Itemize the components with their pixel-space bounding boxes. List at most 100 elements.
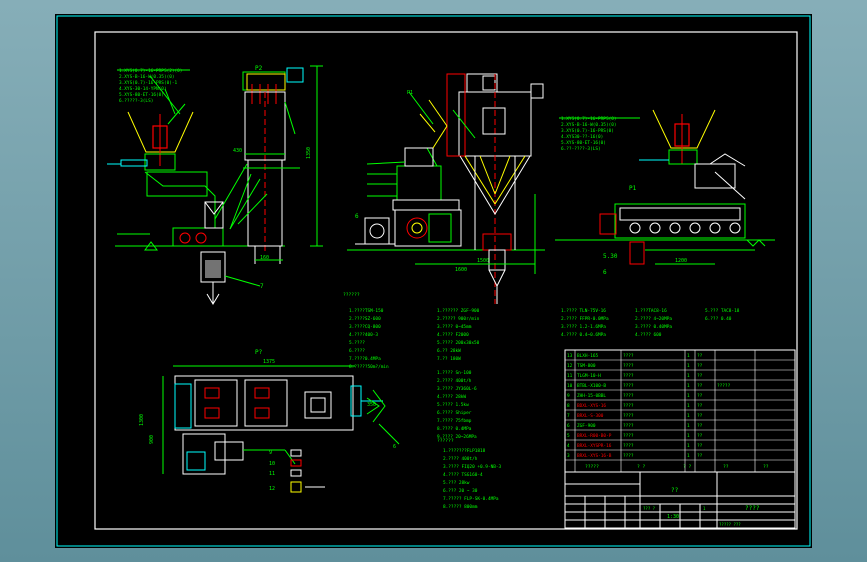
bom-cell: ??	[697, 393, 703, 399]
label-p1-center: P1	[407, 90, 413, 96]
svg-text:??????: ??????	[437, 438, 454, 444]
bom-cell: 1	[687, 413, 690, 419]
svg-text:5.XYS-80-ET-16(0): 5.XYS-80-ET-16(0)	[119, 92, 164, 98]
dim-430-label: 430	[233, 148, 242, 154]
bom-header-cell: ??	[723, 464, 729, 470]
bom-cell: 5	[567, 433, 570, 439]
bom-cell: ????	[623, 423, 634, 429]
bom-cell: BRXL-XYS-16-B	[577, 453, 612, 459]
bom-cell: 1	[687, 383, 690, 389]
svg-text:5.??? 28kw: 5.??? 28kw	[443, 480, 470, 486]
svg-text:??????: ??????	[343, 292, 360, 298]
bom-cell: ????	[623, 443, 634, 449]
svg-text:4.???? TSG160-4: 4.???? TSG160-4	[443, 472, 483, 478]
svg-text:4.????400-3: 4.????400-3	[349, 332, 378, 338]
bom-cell: ??	[697, 433, 703, 439]
dim-1600-label: 1600	[455, 267, 467, 273]
svg-text:2.????? 900r/min: 2.????? 900r/min	[437, 316, 480, 322]
title-block: ?? ???? 1:30 ??? ? 1 ????? ???	[564, 471, 796, 529]
bom-cell: 1	[687, 453, 690, 459]
bom-cell: ??	[697, 443, 703, 449]
dim-1500-label: 1500	[477, 258, 489, 264]
dim-530-label: 5.30	[603, 253, 618, 260]
elevation-view-2: 1600 1500 6 P1	[347, 73, 545, 304]
drawing-sheet[interactable]: 1350 430 160 7 P2 1.XYS(0.7)-16-PRPS(2)(…	[55, 14, 812, 548]
bom-cell: 1	[687, 443, 690, 449]
company-name: ????	[745, 505, 760, 512]
elevation-view-3: P1 1200 5.30 6	[555, 109, 775, 276]
bom-cell: ????	[623, 373, 634, 379]
svg-text:5.????: 5.????	[349, 340, 365, 346]
spec-notes-left: ?????? 1.????TSM-150 2.????SZ-600 3.????…	[343, 292, 389, 370]
leader-notes-right: 1.XYS(0.7)-16-PRPS(0) 2.XYS-B-16-W(0.35)…	[559, 116, 640, 152]
bom-cell: 1	[687, 363, 690, 369]
bom-cell: ????	[623, 433, 634, 439]
svg-text:2.???? FFPR-0.0MPa: 2.???? FFPR-0.0MPa	[561, 316, 609, 322]
bom-cell: 1	[687, 393, 690, 399]
svg-text:3.XYS(0.7)-16-PRS(0): 3.XYS(0.7)-16-PRS(0)	[561, 128, 614, 134]
svg-text:1300: 1300	[139, 414, 145, 426]
bom-cell: ????	[623, 403, 634, 409]
bom-header-cell: ?????	[585, 464, 599, 470]
svg-text:7.?? 180W: 7.?? 180W	[437, 356, 461, 362]
bom-cell: ??	[697, 423, 703, 429]
bom-cell: ??	[697, 383, 703, 389]
svg-text:5.XYS-80-ET-16(0): 5.XYS-80-ET-16(0)	[561, 140, 606, 146]
svg-text:9.???? 20~26MPa: 9.???? 20~26MPa	[437, 434, 477, 440]
bom-cell: 1	[687, 423, 690, 429]
cad-drawing-canvas[interactable]: 1350 430 160 7 P2 1.XYS(0.7)-16-PRPS(2)(…	[55, 14, 812, 548]
bom-cell: ????	[623, 363, 634, 369]
bom-cell: 3	[567, 453, 570, 459]
dim-1200-label: 1200	[675, 258, 687, 264]
callout-7: 7	[260, 283, 264, 290]
svg-text:6.??? 20 ~ 30: 6.??? 20 ~ 30	[443, 488, 478, 494]
inner-border	[94, 31, 798, 530]
plan-view: P? 1375 1300	[139, 349, 400, 493]
svg-text:2.???? 400t/h: 2.???? 400t/h	[437, 378, 472, 384]
svg-text:8.????? 800mm: 8.????? 800mm	[443, 504, 478, 510]
bom-cell: ????	[623, 383, 634, 389]
svg-text:1.???TAC8-16: 1.???TAC8-16	[635, 308, 667, 314]
bom-cell: 8	[567, 403, 570, 409]
svg-text:8.?????50m?/min: 8.?????50m?/min	[349, 364, 389, 370]
bom-cell: 1	[687, 353, 690, 359]
label-p1-right: P1	[629, 185, 637, 192]
bom-cell: BRXL-XYSPR-16	[577, 443, 612, 449]
svg-text:8.???? 0.4MPa: 8.???? 0.4MPa	[437, 426, 472, 432]
bom-cell: 1	[687, 433, 690, 439]
svg-text:900: 900	[149, 435, 155, 444]
svg-text:11: 11	[269, 471, 275, 477]
svg-text:4.???? 0.4~0.6MPa: 4.???? 0.4~0.6MPa	[561, 332, 606, 338]
svg-text:1.???????FLP1818: 1.???????FLP1818	[443, 448, 486, 454]
bom-cell: ??	[697, 363, 703, 369]
bom-cell: ????	[623, 393, 634, 399]
svg-text:350: 350	[367, 402, 376, 408]
bom-cell: 1	[687, 373, 690, 379]
svg-text:12: 12	[269, 486, 275, 492]
bom-cell: TLGM-10-H	[577, 373, 601, 379]
svg-text:3.XYS(0.7)-16-PRS(0)-1: 3.XYS(0.7)-16-PRS(0)-1	[119, 80, 178, 86]
bom-header-cell: ? ?	[637, 464, 646, 470]
svg-text:10: 10	[269, 461, 275, 467]
dim-1350-label: 1350	[306, 147, 312, 159]
svg-text:1.XYS(0.7)-16-PRPS(0): 1.XYS(0.7)-16-PRPS(0)	[561, 116, 617, 122]
svg-text:4.???? F2000: 4.???? F2000	[437, 332, 469, 338]
svg-text:4.XYS-30-14-YPN(0): 4.XYS-30-14-YPN(0)	[119, 86, 167, 92]
bom-cell: 13	[567, 353, 573, 359]
svg-text:4.???? 600: 4.???? 600	[635, 332, 662, 338]
svg-text:3.???? FIQ20 +0.9-NB-3: 3.???? FIQ20 +0.9-NB-3	[443, 464, 502, 470]
bom-header-cell: ? ?	[683, 464, 692, 470]
bom-cell: ????	[623, 353, 634, 359]
bom-cell: BRXL-R00-B0-P	[577, 433, 612, 439]
bom-cell: 7	[567, 413, 570, 419]
svg-text:6.???? Shiper: 6.???? Shiper	[437, 410, 472, 416]
svg-text:2.???? 4~20MPa: 2.???? 4~20MPa	[635, 316, 672, 322]
svg-text:9: 9	[269, 450, 272, 456]
svg-text:3.???? 0.40MPa: 3.???? 0.40MPa	[635, 324, 672, 330]
bom-cell: TSM-800	[577, 363, 596, 369]
bom-cell: ??	[697, 413, 703, 419]
plan-view-label: P?	[255, 349, 263, 356]
svg-text:1.????TSM-150: 1.????TSM-150	[349, 308, 384, 314]
svg-text:6: 6	[393, 444, 396, 450]
